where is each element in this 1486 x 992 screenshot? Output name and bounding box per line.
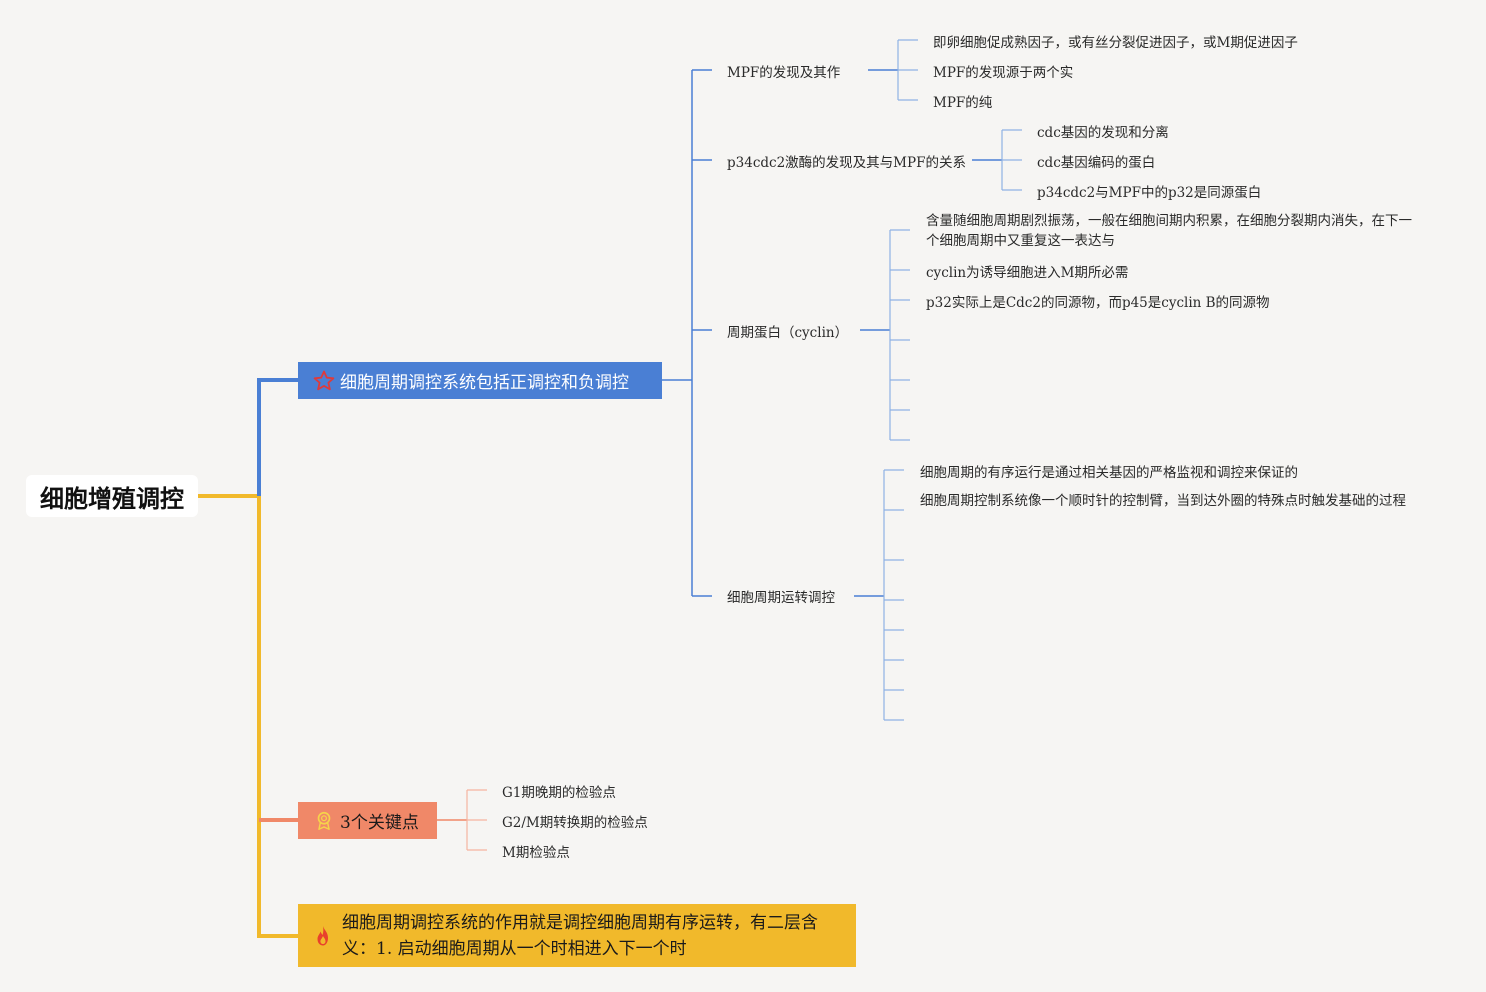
leaf-cyclin-1[interactable]: 含量随细胞周期剧烈振荡，一般在细胞间期内积累，在细胞分裂期内消失，在下一个细胞周… [926,213,1412,249]
leaf-key-point-1[interactable]: G1期晚期的检验点 [502,785,616,801]
subtopic-cyclin[interactable]: 周期蛋白（cyclin） [727,321,848,341]
star-icon [312,369,336,393]
branch-regulation-system-label: 细胞周期调控系统包括正调控和负调控 [340,373,629,393]
leaf-p34cdc2-2[interactable]: cdc基因编码的蛋白 [1037,155,1156,171]
leaf-key-point-2[interactable]: G2/M期转换期的检验点 [502,815,648,831]
branch-system-function[interactable]: 细胞周期调控系统的作用就是调控细胞周期有序运转，有二层含义：1. 启动细胞周期从… [298,904,856,967]
branch-system-function-label: 细胞周期调控系统的作用就是调控细胞周期有序运转，有二层含义：1. 启动细胞周期从… [342,912,818,959]
leaf-mpf-3[interactable]: MPF的纯 [933,95,993,111]
leaf-cycle-regulation-1[interactable]: 细胞周期的有序运行是通过相关基因的严格监视和调控来保证的 [920,465,1298,481]
subtopic-p34cdc2[interactable]: p34cdc2激酶的发现及其与MPF的关系 [727,151,966,171]
branch-key-points[interactable]: 3个关键点 [298,802,437,839]
leaf-key-point-3[interactable]: M期检验点 [502,845,570,861]
award-icon [312,809,336,833]
leaf-mpf-1[interactable]: 即卵细胞促成熟因子，或有丝分裂促进因子，或M期促进因子 [933,35,1298,51]
root-topic[interactable]: 细胞增殖调控 [26,475,198,517]
leaf-cyclin-2[interactable]: cyclin为诱导细胞进入M期所必需 [926,265,1129,281]
subtopic-cycle-regulation-label: 细胞周期运转调控 [727,590,835,606]
fire-icon [312,924,334,948]
subtopic-mpf[interactable]: MPF的发现及其作 [727,61,840,81]
branch-regulation-system[interactable]: 细胞周期调控系统包括正调控和负调控 [298,362,662,399]
branch-key-points-label: 3个关键点 [340,813,419,833]
leaf-cyclin-3[interactable]: p32实际上是Cdc2的同源物，而p45是cyclin B的同源物 [926,295,1270,311]
leaf-p34cdc2-1[interactable]: cdc基因的发现和分离 [1037,125,1169,141]
subtopic-cyclin-label: 周期蛋白（cyclin） [727,325,849,341]
leaf-p34cdc2-3[interactable]: p34cdc2与MPF中的p32是同源蛋白 [1037,185,1262,201]
subtopic-mpf-label: MPF的发现及其作 [727,65,841,81]
root-topic-label: 细胞增殖调控 [40,484,184,513]
subtopic-p34cdc2-label: p34cdc2激酶的发现及其与MPF的关系 [727,155,966,171]
leaf-mpf-2[interactable]: MPF的发现源于两个实 [933,65,1074,81]
subtopic-cycle-regulation[interactable]: 细胞周期运转调控 [727,586,835,606]
leaf-cycle-regulation-2[interactable]: 细胞周期控制系统像一个顺时针的控制臂，当到达外圈的特殊点时触发基础的过程 [920,493,1406,509]
